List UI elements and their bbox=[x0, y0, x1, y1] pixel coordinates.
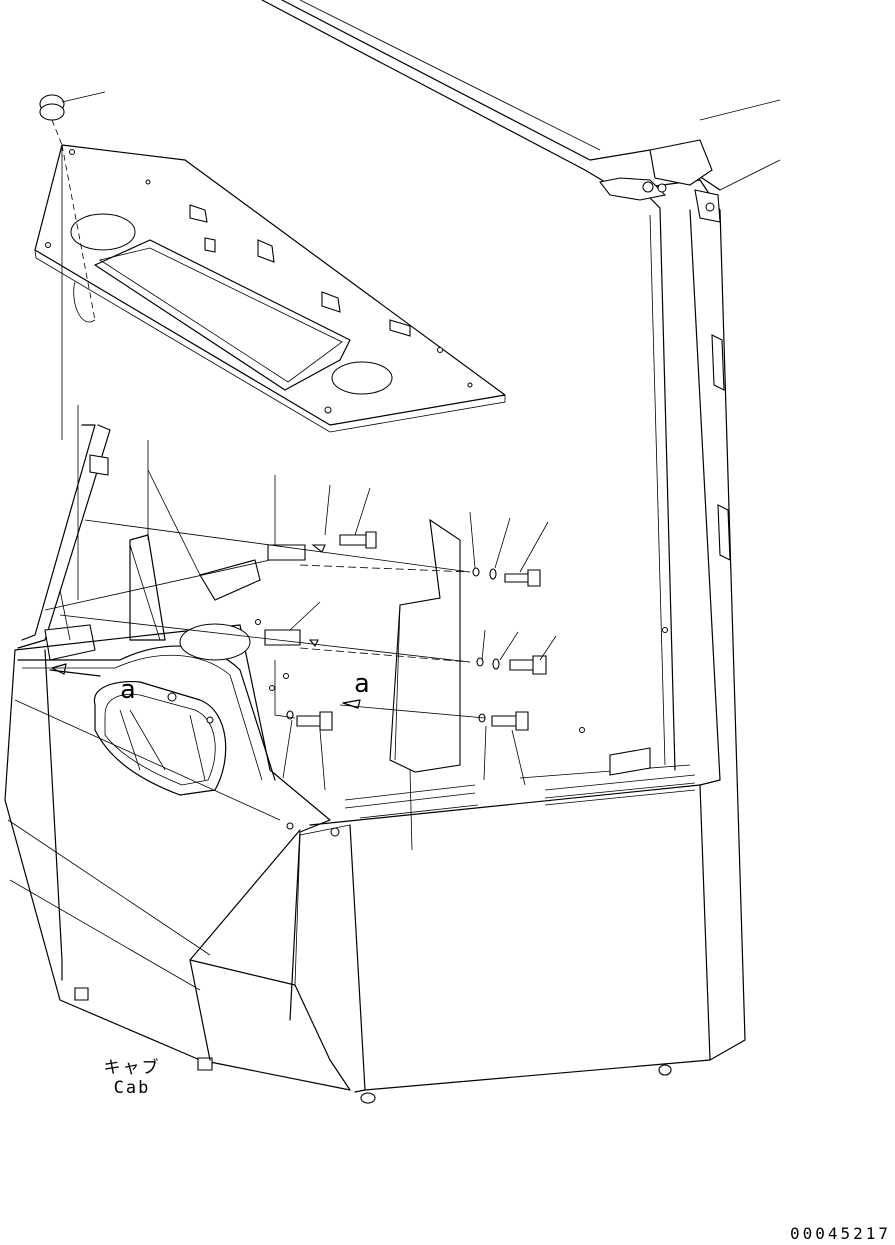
cab-label-english: Cab bbox=[113, 1078, 151, 1098]
cab-label: キャブ Cab bbox=[100, 1058, 164, 1098]
callout-a-center: a bbox=[354, 669, 370, 699]
leader-lines bbox=[147, 440, 557, 851]
upper-duct-plate bbox=[34, 144, 506, 440]
hinges bbox=[264, 544, 326, 647]
inner-console bbox=[44, 469, 668, 733]
cover-plate bbox=[389, 518, 461, 773]
cab-label-japanese: キャブ bbox=[103, 1058, 161, 1078]
callout-a-left: a bbox=[120, 675, 136, 705]
lower-console bbox=[4, 624, 351, 1091]
assembly-lines bbox=[49, 519, 486, 719]
left-front-pillar bbox=[17, 405, 111, 661]
fasteners bbox=[286, 531, 547, 731]
cap-knob bbox=[39, 91, 106, 321]
document-number: 00045217 bbox=[789, 1224, 891, 1243]
cab-frame bbox=[261, 0, 781, 1061]
lower-side-panel bbox=[189, 747, 711, 1104]
